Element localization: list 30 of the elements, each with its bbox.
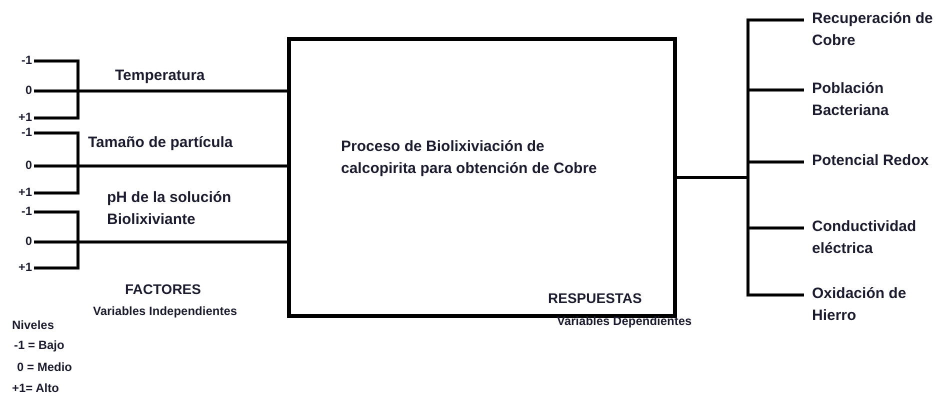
response-variable: Potencial Redox	[812, 150, 951, 172]
level-value: +1	[4, 109, 32, 125]
text-label: RESPUESTAS	[548, 290, 642, 306]
text-label: Variables Independientes	[93, 304, 238, 318]
edge-label: Temperatura	[115, 66, 205, 86]
response-variable: Conductividad eléctrica	[812, 216, 951, 260]
level-value: -1	[4, 203, 32, 219]
response-variable: Oxidación de Hierro	[812, 283, 951, 327]
level-value: 0	[4, 233, 32, 249]
level-value: 0	[4, 82, 32, 98]
text-label: FACTORES	[125, 281, 201, 297]
level-value: -1	[4, 52, 32, 68]
level-value: -1	[4, 124, 32, 140]
text-label: Variables Dependientes	[557, 314, 692, 328]
text-label: Niveles	[12, 318, 54, 332]
response-variable: Población Bacteriana	[812, 78, 951, 122]
response-variable: Recuperación de Cobre	[812, 8, 951, 52]
text-label: +1= Alto	[12, 381, 59, 395]
level-value: +1	[4, 259, 32, 275]
connector-line	[34, 90, 287, 120]
edge-label: pH de la solución Biolixiviante	[107, 188, 232, 230]
text-label: 0 = Medio	[17, 360, 72, 374]
level-value: +1	[4, 184, 32, 200]
level-value: 0	[4, 157, 32, 173]
text-label: -1 = Bajo	[14, 338, 64, 352]
connector-line	[34, 240, 287, 270]
process-box	[287, 37, 677, 318]
connector-line	[34, 164, 287, 194]
process-text: Proceso de Biolixiviación de calcopirita para obtención de Cobre	[341, 136, 598, 178]
edge-label: Tamaño de partícula	[88, 133, 233, 153]
